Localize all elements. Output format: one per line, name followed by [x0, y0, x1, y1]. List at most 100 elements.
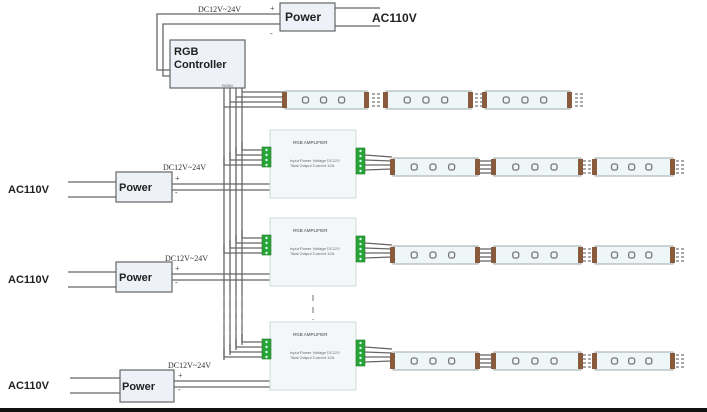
amplifier-title: RGB AMPLIFIER: [293, 140, 328, 145]
stage-power-1: AC110V Power DC12V~24V + -: [8, 163, 270, 203]
strip-pad: [491, 353, 496, 369]
led-chip: [628, 357, 636, 365]
minus-sign: -: [178, 385, 181, 394]
led-chip: [550, 251, 558, 259]
led-chip: [610, 163, 619, 171]
led-chip: [403, 96, 411, 104]
ac-input-label: AC110V: [8, 380, 50, 392]
amplifier-spec: Input Power Voltage DC12V: [290, 246, 340, 251]
power-label: Power: [119, 272, 153, 284]
led-strip-segment: [390, 245, 480, 265]
stage-power-2: AC110V Power DC12V~24V + -: [8, 254, 270, 293]
rgb-amplifier: RGB AMPLIFIER Input Power Voltage DC12VTo…: [223, 129, 393, 199]
strip-pad: [364, 92, 369, 108]
dc-output-label: DC12V~24V: [168, 361, 211, 370]
power-box: [119, 369, 175, 403]
strip-continuation: [575, 93, 585, 107]
led-chip: [550, 163, 558, 171]
amplifier-box: [269, 129, 357, 199]
strip-continuation: [475, 93, 485, 107]
rgb-controller: RGB Controller RGBV: [169, 39, 246, 89]
led-strip-segment: [592, 351, 675, 371]
continuation-marks: [223, 295, 314, 335]
strip-pad: [390, 159, 395, 175]
controller-box: [169, 39, 246, 89]
led-chip: [531, 357, 539, 365]
strip-pad: [482, 92, 487, 108]
input-terminal: [261, 234, 272, 256]
strip-continuation: [583, 354, 593, 368]
led-strip-segment: [390, 157, 480, 177]
led-chip: [512, 163, 520, 171]
strip-pad: [390, 247, 395, 263]
input-terminal: [261, 146, 272, 168]
strip-continuation: [676, 160, 686, 174]
led-chip: [540, 96, 548, 104]
led-chip: [447, 357, 456, 365]
led-chip: [410, 163, 418, 171]
led-chip: [512, 357, 520, 365]
strip-continuation: [676, 354, 686, 368]
power-box: [115, 171, 173, 203]
strip-pad: [578, 353, 583, 369]
dc-output-label: DC12V~24V: [198, 5, 241, 14]
led-strip-segment: [390, 351, 480, 371]
led-chip: [645, 251, 653, 259]
power-label: Power: [122, 381, 156, 393]
strip-pad: [578, 247, 583, 263]
top-power-supply: Power AC110V DC12V~24V + -: [156, 2, 417, 77]
controller-label-line1: RGB: [174, 46, 199, 58]
led-chip: [319, 96, 328, 104]
power-label: Power: [285, 10, 321, 24]
led-chip: [440, 96, 449, 104]
stage-power-3: AC110V Power DC12V~24V + -: [8, 361, 270, 403]
minus-sign: -: [270, 29, 273, 38]
led-chip: [410, 251, 418, 259]
controller-label-line2: Controller: [174, 59, 227, 71]
plus-sign: +: [175, 264, 180, 273]
led-chip: [628, 251, 636, 259]
strip-pad: [282, 92, 287, 108]
led-chip: [610, 357, 619, 365]
led-strip-segment: [592, 245, 675, 265]
strip-pad: [670, 159, 675, 175]
amplifier-spec: Total Output Current 12A: [290, 251, 335, 256]
led-chip: [447, 163, 456, 171]
led-strip-segment: [491, 245, 583, 265]
strip-pad: [670, 353, 675, 369]
led-strip-segment: [491, 351, 583, 371]
controller-port-label: RGBV: [222, 83, 234, 88]
strip-pad: [383, 92, 388, 108]
led-chip: [447, 251, 456, 259]
minus-sign: -: [175, 278, 178, 287]
led-chip: [337, 96, 346, 104]
led-chip: [531, 163, 539, 171]
led-strip-segment: [383, 90, 473, 110]
strip-pad: [670, 247, 675, 263]
plus-sign: +: [178, 371, 183, 380]
amplifier-title: RGB AMPLIFIER: [293, 332, 328, 337]
led-strip-segment: [592, 157, 675, 177]
led-chip: [645, 163, 653, 171]
strip-pad: [592, 353, 597, 369]
led-chip: [521, 96, 529, 104]
strip-continuation: [583, 160, 593, 174]
strip-continuation: [583, 248, 593, 262]
strip-pad: [475, 247, 480, 263]
strip-pad: [592, 247, 597, 263]
dc-output-label: DC12V~24V: [165, 254, 208, 263]
led-chip: [422, 96, 430, 104]
strip-pad: [390, 353, 395, 369]
amplifier-spec: Input Power Voltage DC12V: [290, 350, 340, 355]
led-chip: [512, 251, 520, 259]
plus-sign: +: [175, 174, 180, 183]
dc-output-label: DC12V~24V: [163, 163, 206, 172]
strip-pad: [592, 159, 597, 175]
amplifier-spec: Input Power Voltage DC12V: [290, 158, 340, 163]
ac-input-label: AC110V: [8, 184, 50, 196]
strip-continuation: [676, 248, 686, 262]
strip-pad: [491, 159, 496, 175]
amplifier-spec: Total Output Current 12A: [290, 163, 335, 168]
